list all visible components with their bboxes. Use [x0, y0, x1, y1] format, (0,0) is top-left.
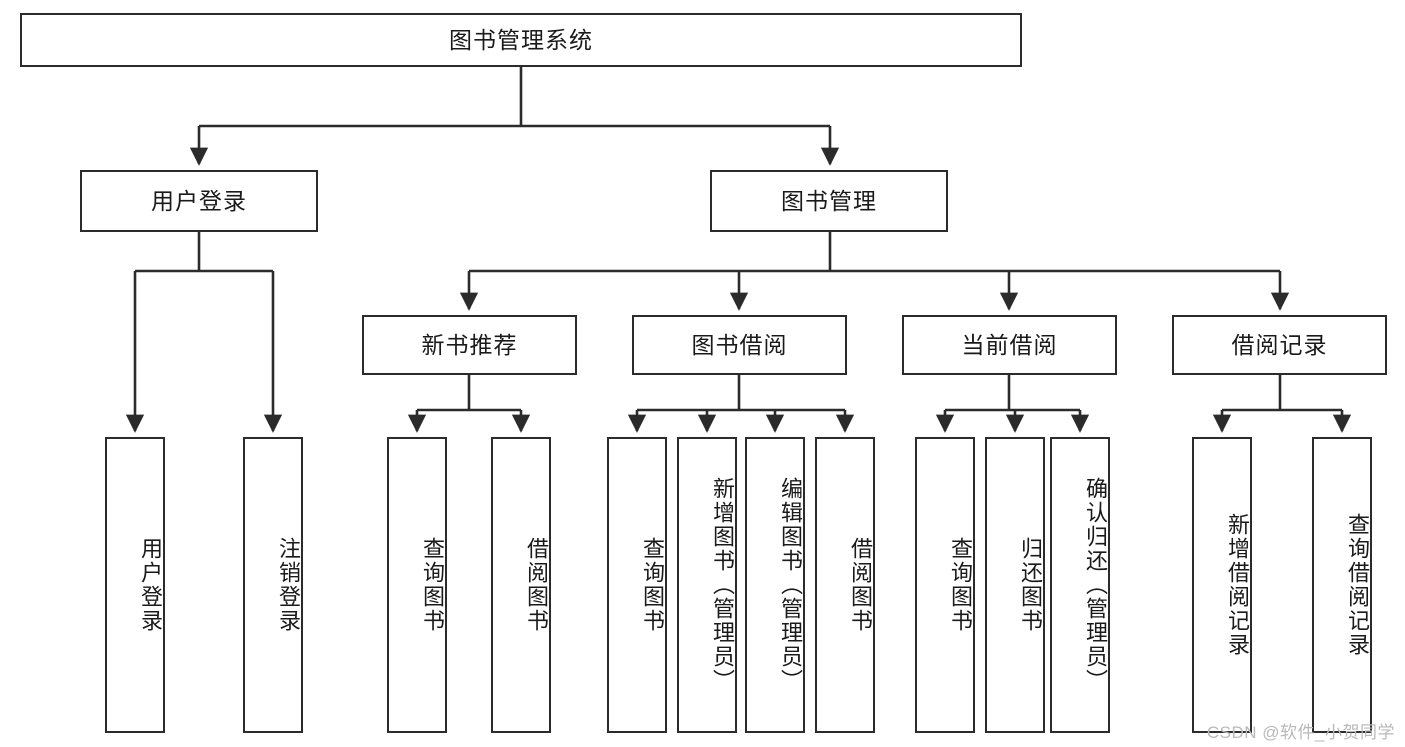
node-borrow-record[interactable]: 借阅记录	[1172, 315, 1387, 375]
node-leaf-borrow-book-1[interactable]: 借阅图书	[491, 437, 551, 733]
node-leaf-edit-book-label: 编辑图书（管理员）	[778, 477, 803, 693]
node-leaf-confirm-return-label: 确认归还（管理员）	[1083, 477, 1108, 693]
node-leaf-query-book-2[interactable]: 查询图书	[607, 437, 667, 733]
node-leaf-edit-book[interactable]: 编辑图书（管理员）	[745, 437, 805, 733]
node-book-manage-label: 图书管理	[781, 187, 877, 214]
node-leaf-query-book-2-label: 查询图书	[640, 537, 665, 633]
node-leaf-add-book-label: 新增图书（管理员）	[710, 477, 735, 693]
node-leaf-borrow-book-1-label: 借阅图书	[524, 537, 549, 633]
node-leaf-query-book-3[interactable]: 查询图书	[915, 437, 975, 733]
node-leaf-query-borrow-record[interactable]: 查询借阅记录	[1312, 437, 1372, 733]
node-leaf-add-borrow-record[interactable]: 新增借阅记录	[1192, 437, 1252, 733]
node-leaf-query-book-3-label: 查询图书	[948, 537, 973, 633]
node-leaf-return-book[interactable]: 归还图书	[985, 437, 1045, 733]
node-current-borrow[interactable]: 当前借阅	[902, 315, 1117, 375]
node-new-book-recommend[interactable]: 新书推荐	[362, 315, 577, 375]
node-leaf-user-login-label: 用户登录	[138, 537, 163, 633]
node-leaf-logout-login[interactable]: 注销登录	[243, 437, 303, 733]
node-leaf-query-book-1-label: 查询图书	[420, 537, 445, 633]
node-leaf-confirm-return[interactable]: 确认归还（管理员）	[1050, 437, 1110, 733]
node-leaf-query-borrow-record-label: 查询借阅记录	[1345, 513, 1370, 657]
node-book-manage[interactable]: 图书管理	[710, 170, 948, 232]
node-user-login[interactable]: 用户登录	[80, 170, 318, 232]
node-leaf-query-book-1[interactable]: 查询图书	[387, 437, 447, 733]
node-user-login-label: 用户登录	[151, 187, 247, 214]
node-leaf-add-book[interactable]: 新增图书（管理员）	[677, 437, 737, 733]
node-borrow-record-label: 借阅记录	[1231, 331, 1328, 358]
node-root[interactable]: 图书管理系统	[20, 13, 1022, 67]
node-leaf-return-book-label: 归还图书	[1018, 537, 1043, 633]
node-root-label: 图书管理系统	[449, 26, 593, 53]
node-current-borrow-label: 当前借阅	[961, 331, 1058, 358]
node-leaf-borrow-book-2[interactable]: 借阅图书	[815, 437, 875, 733]
node-leaf-borrow-book-2-label: 借阅图书	[848, 537, 873, 633]
node-leaf-add-borrow-record-label: 新增借阅记录	[1225, 513, 1250, 657]
node-book-borrow-label: 图书借阅	[691, 331, 788, 358]
node-leaf-logout-login-label: 注销登录	[276, 537, 301, 633]
node-new-book-recommend-label: 新书推荐	[421, 331, 518, 358]
node-book-borrow[interactable]: 图书借阅	[632, 315, 847, 375]
node-leaf-user-login[interactable]: 用户登录	[105, 437, 165, 733]
watermark: CSDN @软件_小贺同学	[1206, 723, 1395, 742]
